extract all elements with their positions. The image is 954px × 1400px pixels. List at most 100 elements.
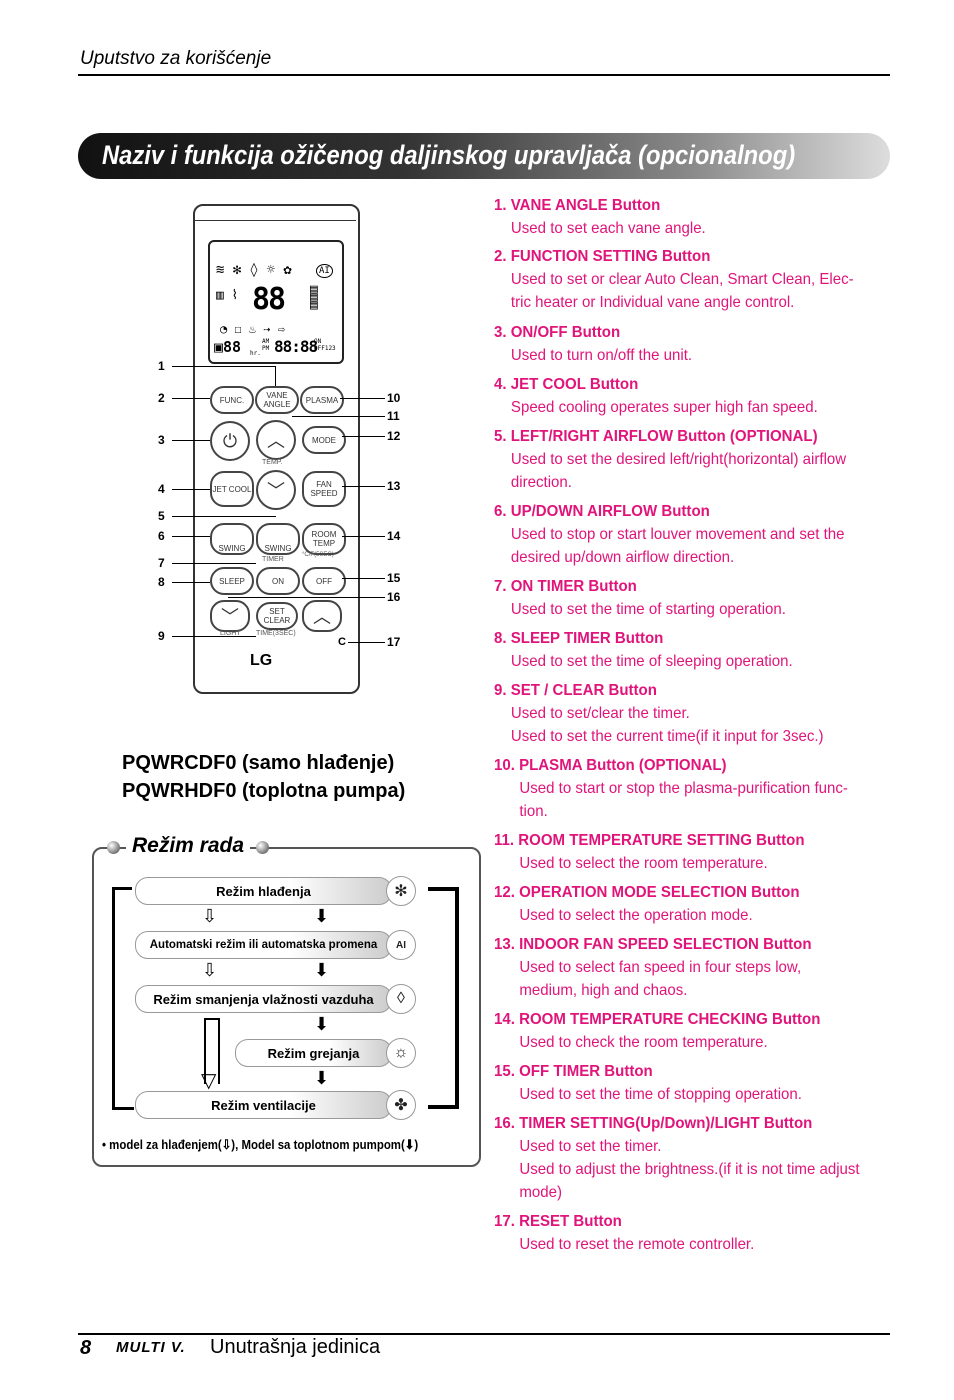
- mode-footnote: • model za hlađenjem(⇩), Model sa toplot…: [102, 1137, 419, 1152]
- temp-up-icon[interactable]: ︿: [256, 420, 296, 460]
- swing-ud-button[interactable]: SWING: [256, 523, 300, 555]
- leader-2: [172, 398, 210, 399]
- reset-icon[interactable]: C: [338, 636, 346, 648]
- callout-11: 11: [387, 409, 400, 423]
- hollow-arrow-icon: ⇩: [202, 906, 218, 926]
- bullet-ball-left: [107, 841, 120, 854]
- callout-2: 2: [158, 391, 165, 405]
- leader-5: [172, 516, 276, 517]
- power-icon[interactable]: ⏻: [210, 421, 250, 461]
- running-header: Uputstvo za korišćenje: [80, 48, 272, 69]
- callout-12: 12: [387, 429, 401, 443]
- mode-fan: Režim ventilacije: [135, 1091, 392, 1119]
- header-rule: [78, 74, 890, 76]
- mode-dehumidify: Režim smanjenja vlažnosti vazduha: [135, 985, 392, 1013]
- model-heatpump: PQWRHDF0 (toplotna pumpa): [122, 780, 406, 802]
- callout-16: 16: [387, 590, 401, 604]
- vane-angle-button[interactable]: VANE ANGLE: [255, 386, 299, 414]
- plasma-button[interactable]: PLASMA: [300, 386, 344, 414]
- callout-7: 7: [158, 556, 165, 570]
- section-title: Naziv i funkcija ožičenog daljinskog upr…: [102, 140, 796, 170]
- fan-icon: ✤: [386, 1090, 416, 1120]
- mode-button[interactable]: MODE: [302, 426, 346, 454]
- room-temp-button[interactable]: ROOM TEMP: [302, 523, 346, 555]
- light-label: LIGHT: [220, 630, 241, 637]
- lcd-time: 88:88: [274, 337, 318, 356]
- mode-heating: Režim grejanja: [235, 1039, 392, 1067]
- set-clear-button[interactable]: SET CLEAR: [256, 602, 298, 630]
- solid-arrow-icon: ⬇: [314, 1068, 330, 1088]
- timer-label: TIMER: [262, 556, 284, 563]
- mode-box: [92, 847, 481, 1167]
- func-button[interactable]: FUNC.: [210, 386, 254, 414]
- swing-lr-button[interactable]: SWING: [210, 523, 254, 555]
- timer-up-icon[interactable]: ︿: [302, 600, 342, 632]
- page-number: 8: [80, 1337, 92, 1359]
- cycle-line-right: [455, 887, 459, 1109]
- cycle-line-right-top: [428, 887, 458, 891]
- snowflake-icon: ✻: [386, 876, 416, 906]
- cycle-line-right-bottom: [428, 1105, 458, 1109]
- callout-10: 10: [387, 391, 401, 405]
- callout-1: 1: [158, 359, 165, 373]
- lg-logo: LG: [250, 652, 273, 669]
- callout-8: 8: [158, 575, 165, 589]
- leader-4: [172, 489, 210, 490]
- callout-14: 14: [387, 529, 401, 543]
- callout-13: 13: [387, 479, 401, 493]
- temp-label: TEMP.: [262, 459, 283, 466]
- fan-speed-button[interactable]: FAN SPEED: [302, 471, 346, 507]
- callout-6: 6: [158, 529, 165, 543]
- callout-5: 5: [158, 509, 165, 523]
- lcd-bars: ▤▤▤: [310, 282, 318, 313]
- timer-down-icon[interactable]: ﹀: [210, 600, 250, 632]
- callout-4: 4: [158, 482, 165, 496]
- callout-9: 9: [158, 629, 165, 643]
- section-banner: [78, 133, 890, 179]
- mode-auto: Automatski režim ili automatska promena: [135, 931, 392, 959]
- solid-arrow-icon: ⬇: [314, 960, 330, 980]
- leader-9: [172, 636, 256, 637]
- leader-14: [342, 536, 385, 537]
- callout-17: 17: [387, 635, 401, 649]
- solid-arrow-icon: ⬇: [314, 1014, 330, 1034]
- long-hollow-arrow-icon: [204, 1018, 220, 1084]
- temp-down-icon[interactable]: ﹀: [256, 470, 296, 510]
- remote-lcd-screen: ≋ ✻ ◊ ☼ ✿ AI 88 ▥ ⌇ ▤▤▤ ◔ ☐ ♨ ⇢ ⇨ ▣88 AM…: [208, 240, 344, 364]
- on-timer-button[interactable]: ON: [256, 567, 300, 595]
- off-timer-button[interactable]: OFF: [302, 567, 346, 595]
- leader-1: [172, 366, 276, 367]
- leader-11: [292, 416, 385, 417]
- jet-cool-button[interactable]: JET COOL: [210, 471, 254, 507]
- leader-15: [342, 578, 385, 579]
- lcd-hours: ▣88: [214, 338, 242, 356]
- item-5: 5. LEFT/RIGHT AIRFLOW Button (OPTIONAL)U…: [494, 428, 847, 491]
- lcd-icons-row1: ≋ ✻ ◊ ☼ ✿: [216, 262, 292, 278]
- leader-6: [172, 536, 210, 537]
- cycle-line-left: [112, 887, 115, 1109]
- hollow-arrow-head-icon: ▽: [201, 1070, 217, 1092]
- sleep-button[interactable]: SLEEP: [210, 567, 254, 595]
- time-label: TIME(3SEC): [256, 630, 296, 637]
- leader-17: [348, 642, 385, 643]
- footer-rule: [78, 1333, 890, 1335]
- mode-title: Režim rada: [126, 834, 251, 858]
- item-10: 10. PLASMA Button (OPTIONAL)Used to star…: [494, 757, 848, 820]
- hollow-arrow-icon: ⇩: [202, 960, 218, 980]
- bullet-ball-right: [256, 841, 269, 854]
